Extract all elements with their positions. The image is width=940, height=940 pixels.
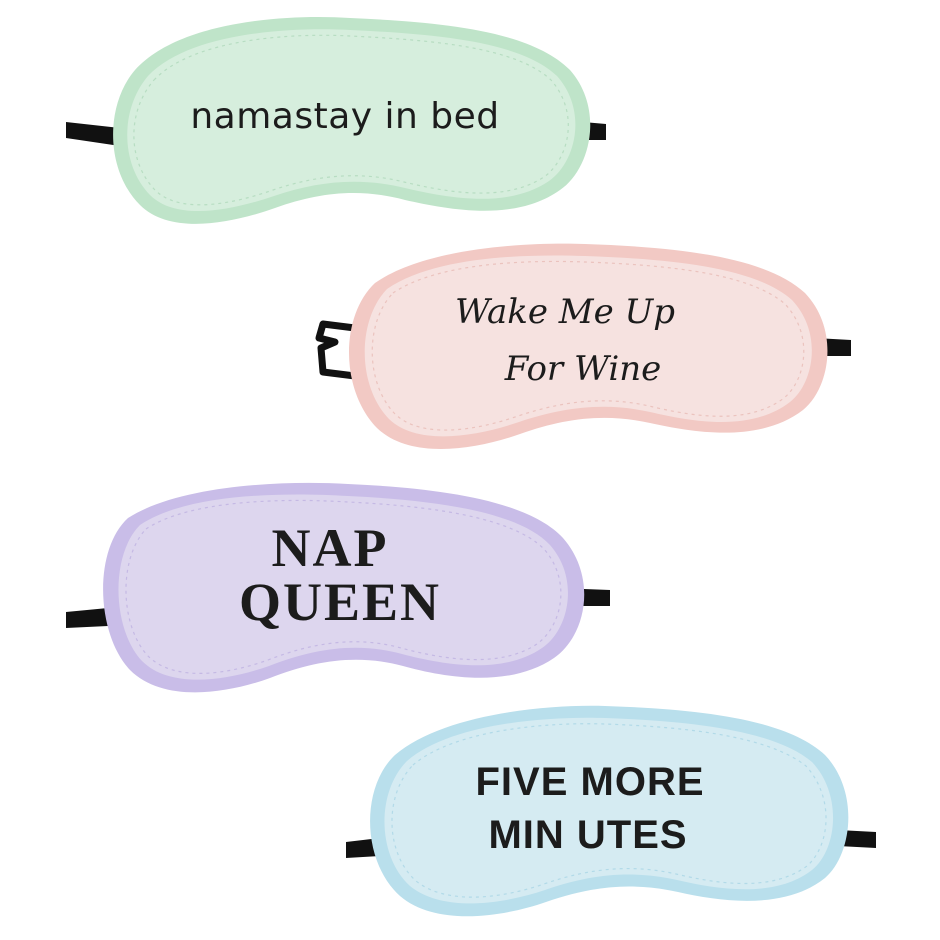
sleep-mask-blue: FIVE MORE MIN UTES (346, 705, 876, 917)
mask-text-line: MIN UTES (488, 813, 687, 857)
mask-fabric (364, 255, 812, 437)
strap (66, 608, 108, 628)
mask-text-line: namastay in bed (190, 96, 499, 137)
strap (66, 122, 120, 146)
mask-fabric (384, 717, 834, 904)
sleep-mask-pink: Wake Me Up For Wine (315, 243, 851, 450)
strap (838, 830, 876, 848)
mask-text-line: QUEEN (239, 572, 441, 632)
mask-text-line: NAP (272, 518, 389, 578)
mask-fabric (127, 29, 576, 212)
strap (346, 838, 380, 858)
mask-stitching (125, 499, 562, 674)
mask-stitching (371, 260, 805, 431)
mask-text-line: For Wine (504, 349, 662, 389)
mask-text-line: FIVE MORE (475, 760, 704, 804)
strap (315, 320, 356, 380)
sleep-mask-green: namastay in bed (66, 16, 606, 224)
mask-stitching (133, 34, 569, 206)
mask-text-line: Wake Me Up (455, 292, 675, 332)
mask-stitching (391, 723, 827, 898)
mask-fabric (118, 494, 568, 680)
sleep-mask-lavender: NAP QUEEN (66, 482, 610, 693)
